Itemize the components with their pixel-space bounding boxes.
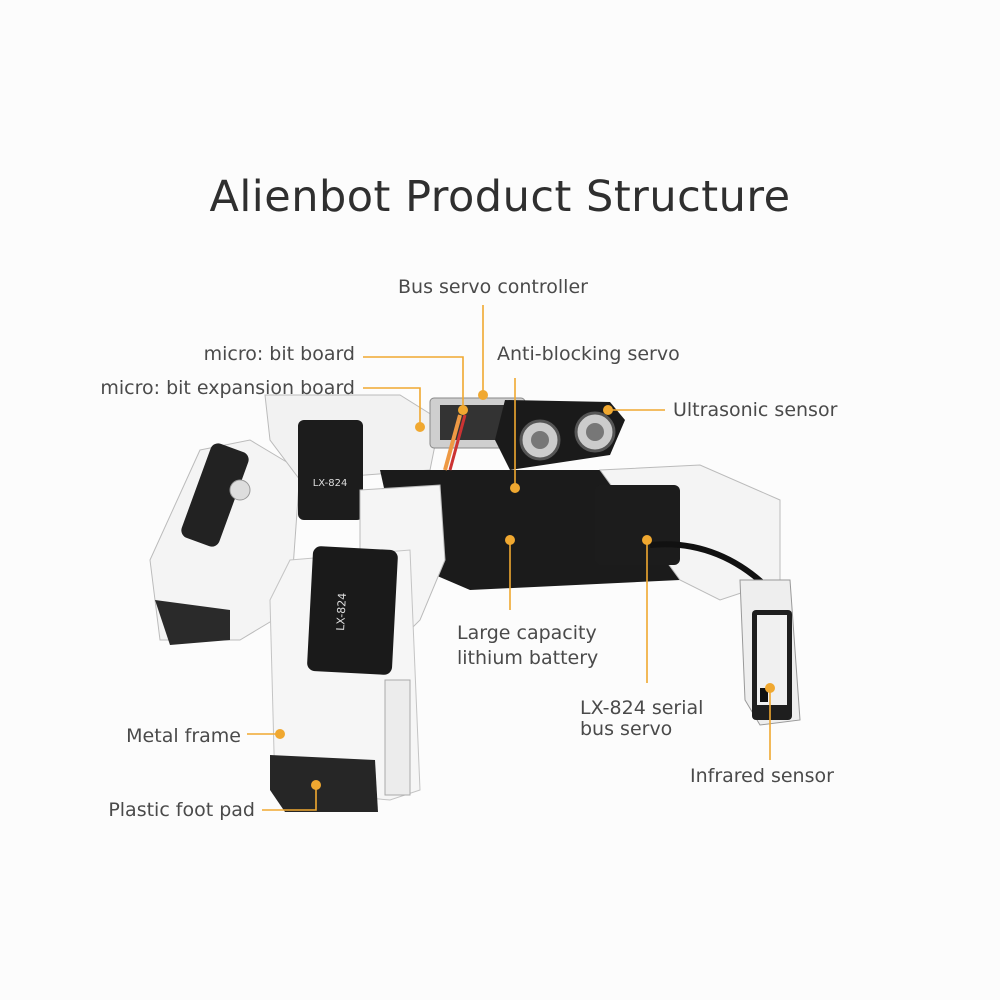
label-anti-blocking-servo: Anti-blocking servo — [497, 343, 680, 365]
label-battery-line2: lithium battery — [457, 647, 599, 669]
ultrasonic-sensor — [495, 400, 625, 470]
label-bus-servo-controller: Bus servo controller — [398, 276, 588, 298]
left-back-leg — [149, 439, 301, 645]
label-metal-frame: Metal frame — [126, 725, 241, 747]
label-infrared-sensor: Infrared sensor — [690, 765, 834, 787]
label-microbit-board: micro: bit board — [203, 343, 355, 365]
foot-pad — [270, 755, 378, 812]
lx824-servo — [307, 546, 398, 675]
leader-lines — [247, 305, 771, 811]
leader-dots — [275, 390, 775, 790]
page-title: Alienbot Product Structure — [209, 172, 791, 222]
label-battery-line1: Large capacity — [457, 622, 597, 644]
servo-back-left — [298, 420, 363, 520]
label-plastic-foot-pad: Plastic foot pad — [108, 799, 255, 821]
svg-text:LX-824: LX-824 — [334, 592, 349, 631]
front-left-leg: LX-824 — [269, 484, 446, 812]
label-serial-servo-line2: bus servo — [580, 718, 673, 740]
svg-text:LX-824: LX-824 — [313, 478, 348, 489]
label-ultrasonic-sensor: Ultrasonic sensor — [673, 399, 838, 421]
right-leg — [595, 464, 801, 726]
label-serial-servo-line1: LX-824 serial — [580, 697, 704, 719]
label-microbit-expansion-board: micro: bit expansion board — [100, 377, 355, 399]
